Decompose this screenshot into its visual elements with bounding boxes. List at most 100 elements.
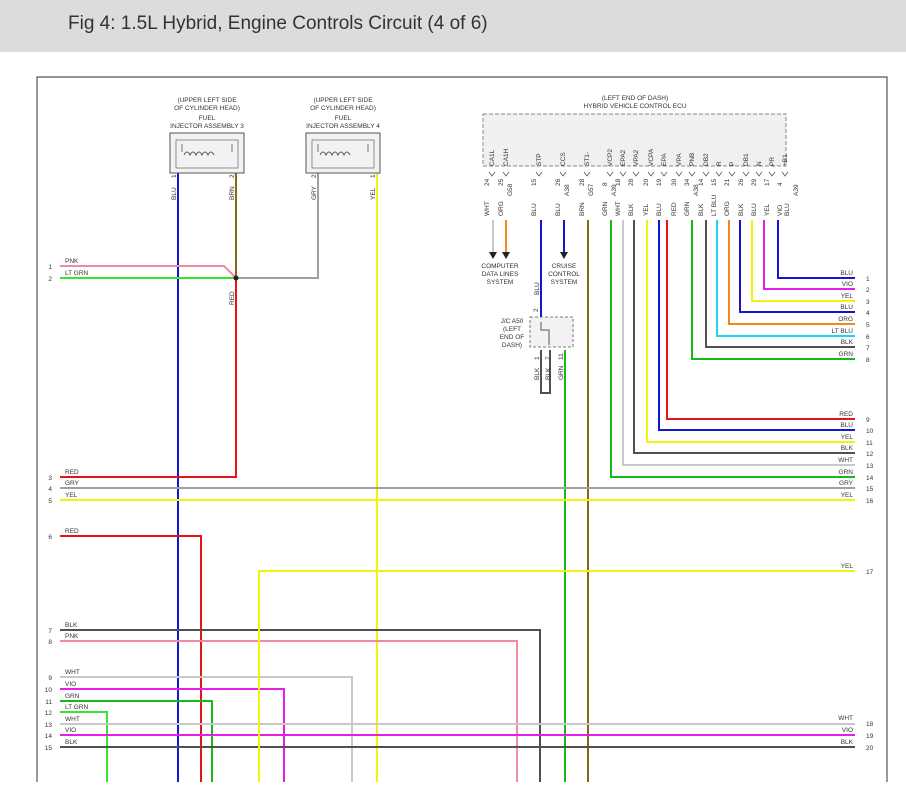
ecu-pin-name: PR: [769, 157, 776, 166]
wire-label: BLU: [555, 203, 562, 216]
ecu-pin-number: 15: [711, 178, 718, 186]
left-line-color: PNK: [65, 633, 79, 640]
wire-ecu-right: [728, 220, 855, 325]
right-line-number: 11: [866, 440, 873, 447]
ecu-pin-name: CA1H: [503, 148, 510, 166]
ecu-pin-name: N: [756, 161, 763, 166]
right-line-number: 4: [866, 310, 870, 317]
ecu-pin-name: DB2: [703, 153, 710, 166]
ecu-pin-number: 34: [684, 178, 691, 186]
pin-chevron: [502, 171, 510, 177]
wire-label: BLU: [534, 282, 541, 295]
figure-title: Fig 4: 1.5L Hybrid, Engine Controls Circ…: [68, 13, 488, 34]
ecu-pin-number: 28: [628, 178, 635, 186]
system-label: SYSTEM: [551, 279, 578, 286]
left-line-color: RED: [65, 528, 79, 535]
right-line-number: 8: [866, 357, 870, 364]
ecu-pin-name: DB1: [743, 153, 750, 166]
right-line-color: BLK: [841, 739, 854, 746]
pin-chevron: [488, 171, 496, 177]
wire-ecu-right: [751, 220, 855, 302]
right-line-color: BLK: [841, 339, 854, 346]
wire-label: GRN: [684, 201, 691, 216]
left-line-color: LT GRN: [65, 270, 89, 277]
left-line-number: 4: [48, 486, 52, 493]
right-line-color: WHT: [838, 715, 853, 722]
injector-location: (UPPER LEFT SIDE: [177, 97, 237, 104]
right-line-color: BLK: [841, 445, 854, 452]
right-line-number: 15: [866, 486, 874, 493]
ecu-pin-number: 26: [555, 178, 562, 186]
ecu-pin-name: STP: [536, 153, 543, 166]
right-line-color: YEL: [841, 492, 854, 499]
right-line-color: LT BLU: [832, 328, 854, 335]
right-line-number: 6: [866, 334, 870, 341]
jc-label: DASH): [502, 342, 522, 349]
wire-left-6: [60, 535, 202, 782]
jc-pin: 1: [534, 356, 541, 360]
pin-number: 1: [370, 174, 377, 178]
wire-label: BLU: [171, 187, 178, 200]
left-line-number: 15: [45, 745, 53, 752]
right-line-color: GRN: [839, 469, 854, 476]
coil-symbol: [319, 151, 351, 157]
ecu-pin-number: 14: [698, 178, 705, 186]
jc-pin: 7: [545, 356, 552, 360]
ecu-pin-name: PNB: [689, 153, 696, 166]
ecu-pin-number: 24: [484, 178, 491, 186]
right-line-number: 12: [866, 451, 874, 458]
wire-left-9: [60, 676, 353, 782]
wire-red-splice: [60, 278, 237, 478]
ecu-pin-number: 8: [602, 182, 609, 186]
pin-chevron: [619, 171, 627, 177]
wire-label: BLU: [531, 203, 538, 216]
ecu-pin-number: 19: [656, 178, 663, 186]
ecu-pin-number: 21: [724, 178, 731, 186]
ecu-pin-name: VPA: [676, 153, 683, 166]
left-line-color: YEL: [65, 492, 78, 499]
ecu-pin-number: 28: [579, 178, 586, 186]
ecu-pin-name: EPA2: [620, 149, 627, 166]
wire-ecu-right: [777, 220, 855, 279]
wire-label: BLU: [656, 203, 663, 216]
injector-coil-box: [311, 139, 375, 169]
system-label: SYSTEM: [487, 279, 514, 286]
injector-name: FUEL: [199, 115, 216, 122]
ecu-pin-number: 29: [751, 178, 758, 186]
right-line-number: 9: [866, 417, 870, 424]
wire-jc-blk-loop: [540, 350, 551, 394]
ecu-pin-name: P: [729, 162, 736, 166]
right-line-color: YEL: [841, 563, 854, 570]
left-line-color: BLK: [65, 622, 78, 629]
pin-chevron: [742, 171, 750, 177]
wire-left-8: [60, 640, 518, 782]
wire-label: GRY: [311, 185, 318, 200]
ecu-pin-name: CA1L: [489, 149, 496, 166]
junction-connector-a50: [529, 316, 574, 348]
wire-label: GRN: [558, 365, 565, 380]
hybrid-ecu-box: [482, 113, 787, 167]
ecu-pin-number: 20: [643, 178, 650, 186]
left-line-number: 8: [48, 639, 52, 646]
right-line-number: 17: [866, 569, 874, 576]
right-line-color: WHT: [838, 457, 853, 464]
left-line-color: GRY: [65, 480, 80, 487]
left-line-number: 12: [45, 710, 53, 717]
pin-chevron: [781, 171, 789, 177]
right-line-number: 16: [866, 498, 874, 505]
right-line-number: 19: [866, 733, 874, 740]
ecu-pin-number: 18: [615, 178, 622, 186]
wire-label: VIO: [777, 205, 784, 216]
pin-number: 2: [311, 174, 318, 178]
left-line-color: WHT: [65, 669, 80, 676]
wire-label: ORG: [724, 201, 731, 216]
right-line-color: VIO: [842, 281, 853, 288]
wire-left-11: [60, 700, 213, 782]
wire-label: BLU: [784, 203, 791, 216]
pin-chevron: [768, 171, 776, 177]
right-line-number: 14: [866, 475, 874, 482]
wire-injector4-pin2: [236, 172, 319, 279]
jc-label: END OF: [500, 334, 525, 341]
injector-location: (UPPER LEFT SIDE: [313, 97, 373, 104]
right-line-color: RED: [839, 411, 853, 418]
